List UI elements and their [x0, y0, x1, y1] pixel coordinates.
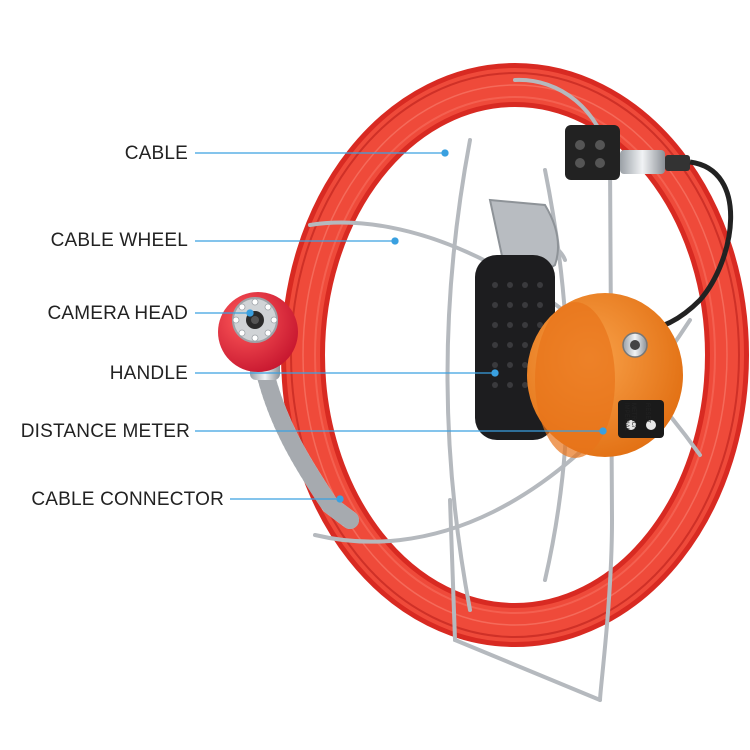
meter-label-metric: METRIC/ — [630, 403, 636, 428]
cable-coil — [281, 63, 749, 647]
label-cable-connector: CABLE CONNECTOR — [31, 489, 224, 510]
leader-dot-distance-meter — [599, 427, 607, 435]
label-camera-head: CAMERA HEAD — [47, 303, 188, 324]
meter-label-reset: RESET — [644, 403, 650, 423]
camera-probe — [218, 292, 359, 529]
cable-connector-block — [565, 125, 734, 333]
label-handle: HANDLE — [109, 363, 188, 384]
leader-dot-cable — [441, 149, 449, 157]
leader-dot-camera-head — [246, 309, 254, 317]
label-cable-wheel: CABLE WHEEL — [50, 230, 188, 251]
meter-label-imperial: IMPERIAL — [623, 403, 629, 432]
label-cable: CABLE — [124, 143, 188, 164]
label-distance-meter: DISTANCE METER — [20, 421, 190, 442]
distance-meter-unit: METRIC/ IMPERIAL RESET — [527, 293, 683, 458]
leader-dot-cable-wheel — [391, 237, 399, 245]
leader-lines — [195, 149, 607, 503]
leader-dot-handle — [491, 369, 499, 377]
leader-dot-cable-connector — [336, 495, 344, 503]
